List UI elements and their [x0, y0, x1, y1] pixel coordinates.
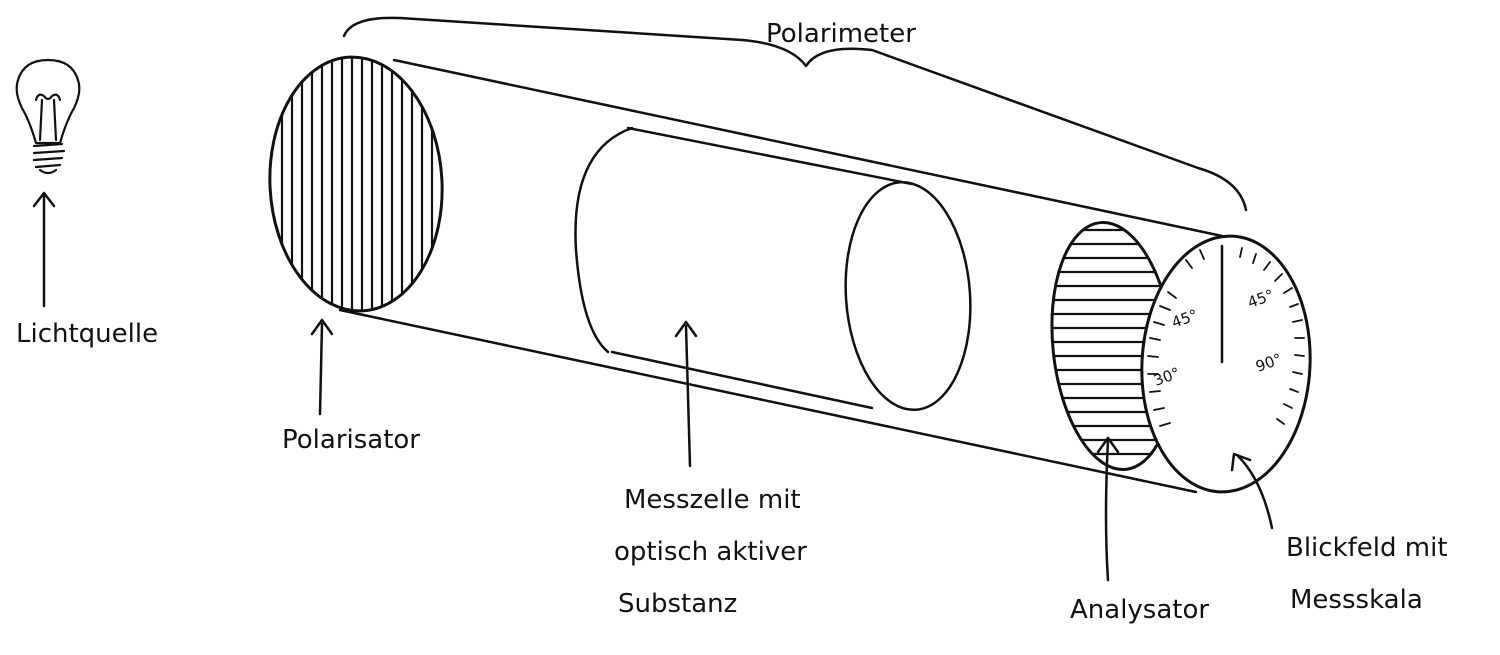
polarimeter-title: Polarimeter — [766, 19, 916, 49]
viewing-field-disk: 45° 30° 45° 90° — [1140, 234, 1312, 494]
tube-outline — [338, 58, 1224, 494]
label-analyzer: Analysator — [1070, 595, 1209, 625]
label-polarizer: Polarisator — [282, 425, 420, 455]
label-cell-line-2: optisch aktiver — [614, 537, 807, 567]
polarimeter-brace — [342, 16, 1248, 212]
label-cell-line-3: Substanz — [618, 589, 737, 619]
label-light-source: Lichtquelle — [16, 319, 158, 349]
measuring-cell — [574, 126, 972, 412]
label-field-line-2: Messskala — [1290, 585, 1423, 615]
polarizer-disk — [268, 52, 444, 316]
label-cell-line-1: Messzelle mit — [624, 485, 801, 515]
scale-ticks — [1147, 247, 1305, 427]
arrow-up-icon — [32, 191, 1274, 582]
light-bulb-icon — [15, 58, 81, 175]
label-field-line-1: Blickfeld mit — [1286, 533, 1448, 563]
